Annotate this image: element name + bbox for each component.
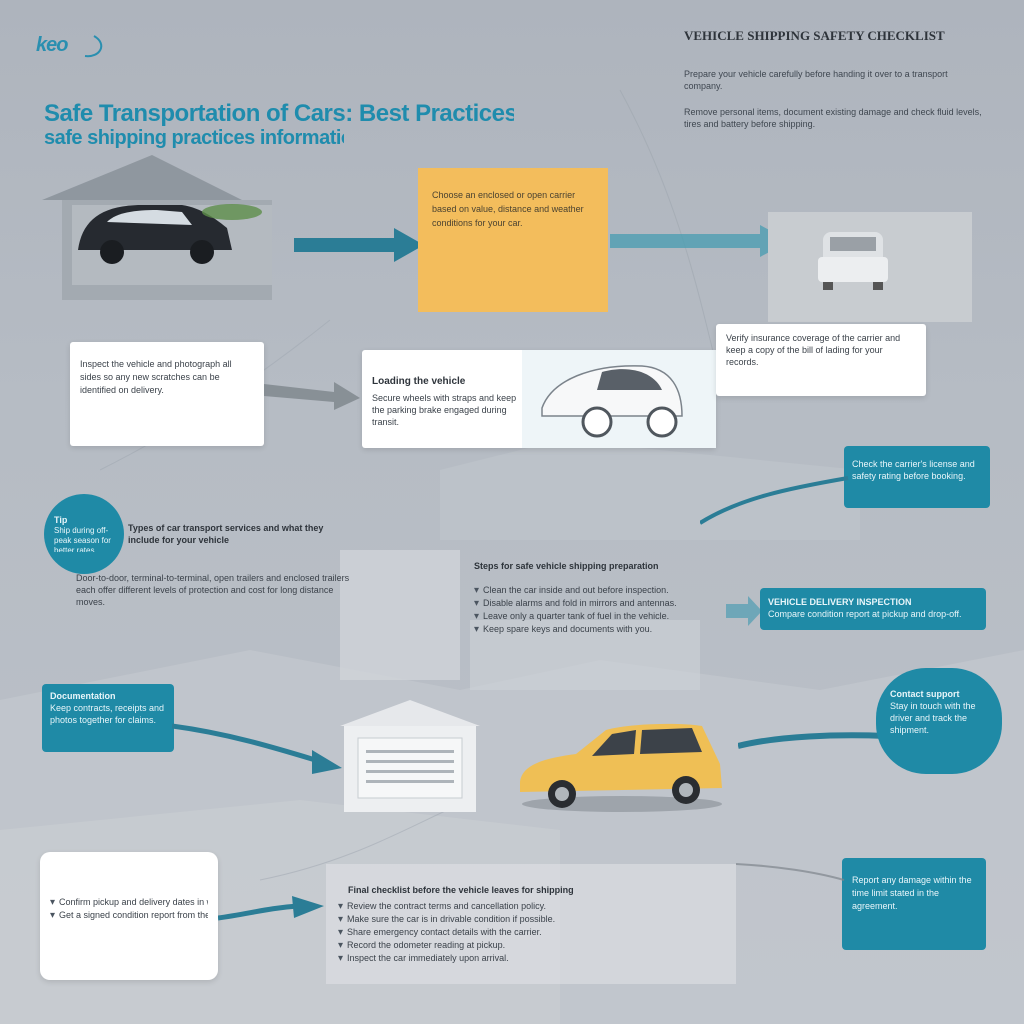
pickup-checklist-card: ▾Confirm pickup and delivery dates in wr…	[40, 852, 218, 980]
list-item: ▾Clean the car inside and out before ins…	[474, 585, 669, 596]
arrow-icon	[738, 732, 886, 749]
list-item: ▾Review the contract terms and cancellat…	[338, 901, 546, 912]
loading-card-title: Loading the vehicle	[372, 376, 466, 387]
list-item: ▾Inspect the car immediately upon arriva…	[338, 953, 509, 964]
delivery-inspection-card: VEHICLE DELIVERY INSPECTION Compare cond…	[760, 588, 986, 630]
house-car-illustration	[42, 155, 272, 300]
list-item: ▾Leave only a quarter tank of fuel in th…	[474, 611, 670, 622]
list-item: ▾Keep spare keys and documents with you.	[474, 624, 653, 635]
tip-badge: Tip Ship during off-peak season for bett…	[44, 494, 124, 574]
transport-services-body: Door-to-door, terminal-to-terminal, open…	[76, 573, 350, 607]
inspection-card: Inspect the vehicle and photograph all s…	[70, 342, 264, 446]
curved-arrow-icon	[172, 723, 342, 774]
delivery-inspection-title: VEHICLE DELIVERY INSPECTION	[768, 597, 912, 607]
damage-report-card: Report any damage within the time limit …	[842, 858, 986, 950]
car-icon	[522, 350, 716, 448]
checkmark-icon: ▾	[50, 897, 56, 908]
checkmark-icon: ▾	[474, 624, 480, 635]
car-icon	[818, 232, 888, 290]
list-item: ▾Record the odometer reading at pickup.	[338, 940, 506, 951]
top-right-block: VEHICLE SHIPPING SAFETY CHECKLIST Prepar…	[684, 28, 984, 178]
checkmark-icon: ▾	[50, 910, 56, 921]
page-headline-line1: Safe Transportation of Cars: Best Practi…	[44, 100, 514, 127]
yellow-info-card: Choose an enclosed or open carrier based…	[418, 168, 608, 312]
contact-support-title: Contact support	[890, 689, 960, 699]
preparation-steps-title: Steps for safe vehicle shipping preparat…	[474, 561, 659, 571]
tip-badge-text: Ship during off-peak season for better r…	[54, 526, 111, 552]
contact-support-card: Contact support Stay in touch with the d…	[876, 668, 1002, 774]
final-checklist-list: ▾Review the contract terms and cancellat…	[338, 900, 724, 965]
insurance-card: Verify insurance coverage of the carrier…	[716, 324, 926, 396]
top-right-title: VEHICLE SHIPPING SAFETY CHECKLIST	[684, 28, 945, 43]
checkmark-icon: ▾	[474, 598, 480, 609]
preparation-steps-block: Steps for safe vehicle shipping preparat…	[474, 560, 720, 650]
house-roof-icon	[42, 155, 242, 200]
checkmark-icon: ▾	[474, 611, 480, 622]
insurance-card-text: Verify insurance coverage of the carrier…	[726, 333, 901, 367]
curved-arrow-icon	[736, 863, 845, 881]
page-headline-line2: safe shipping practices information	[44, 127, 344, 149]
final-checklist-title: Final checklist before the vehicle leave…	[348, 885, 574, 895]
documentation-text: Keep contracts, receipts and photos toge…	[50, 703, 165, 725]
list-item: ▾Disable alarms and fold in mirrors and …	[474, 598, 677, 609]
contact-support-text: Stay in touch with the driver and track …	[890, 701, 976, 735]
checkmark-icon: ▾	[338, 927, 344, 938]
logo-text: keo	[36, 34, 68, 56]
arrow-icon	[726, 596, 762, 626]
documentation-card: Documentation Keep contracts, receipts a…	[42, 684, 174, 752]
transport-services-block: Types of car transport services and what…	[76, 522, 356, 622]
list-item: ▾Share emergency contact details with th…	[338, 927, 542, 938]
checkmark-icon: ▾	[474, 585, 480, 596]
curved-arrow-icon	[700, 476, 849, 525]
inspection-card-text: Inspect the vehicle and photograph all s…	[80, 359, 232, 395]
delivery-inspection-text: Compare condition report at pickup and d…	[768, 609, 962, 619]
list-item: ▾Make sure the car is in drivable condit…	[338, 914, 556, 925]
damage-report-text: Report any damage within the time limit …	[852, 875, 972, 911]
checkmark-icon: ▾	[338, 914, 344, 925]
arrow-icon	[610, 225, 790, 257]
loading-card-text: Secure wheels with straps and keep the p…	[372, 393, 517, 427]
transport-services-title: Types of car transport services and what…	[128, 523, 324, 545]
logo-swoosh-icon	[84, 35, 103, 58]
arrow-icon	[264, 382, 360, 410]
tip-badge-title: Tip	[54, 515, 68, 525]
top-right-paragraph-2: Remove personal items, document existing…	[684, 107, 982, 129]
top-right-paragraph-1: Prepare your vehicle carefully before ha…	[684, 69, 948, 91]
checkmark-icon: ▾	[338, 901, 344, 912]
car-icon	[520, 723, 722, 812]
car-icon	[78, 205, 232, 264]
carrier-license-text: Check the carrier's license and safety r…	[852, 459, 975, 481]
arrow-icon	[218, 896, 324, 921]
building-icon	[340, 700, 480, 812]
loading-card: Loading the vehicle Secure wheels with s…	[362, 350, 716, 448]
list-item: ▾Confirm pickup and delivery dates in wr…	[50, 897, 208, 908]
arrow-icon	[294, 228, 424, 262]
list-item: ▾Get a signed condition report from the …	[50, 910, 208, 921]
final-checklist-block: Final checklist before the vehicle leave…	[326, 864, 736, 984]
checkmark-icon: ▾	[338, 953, 344, 964]
car-photo-top-right	[768, 212, 972, 322]
documentation-title: Documentation	[50, 691, 116, 701]
yellow-card-text: Choose an enclosed or open carrier based…	[432, 190, 584, 228]
preparation-steps-list: ▾Clean the car inside and out before ins…	[474, 584, 720, 636]
logo: keo	[36, 34, 116, 70]
carrier-license-card: Check the carrier's license and safety r…	[844, 446, 990, 508]
checkmark-icon: ▾	[338, 940, 344, 951]
